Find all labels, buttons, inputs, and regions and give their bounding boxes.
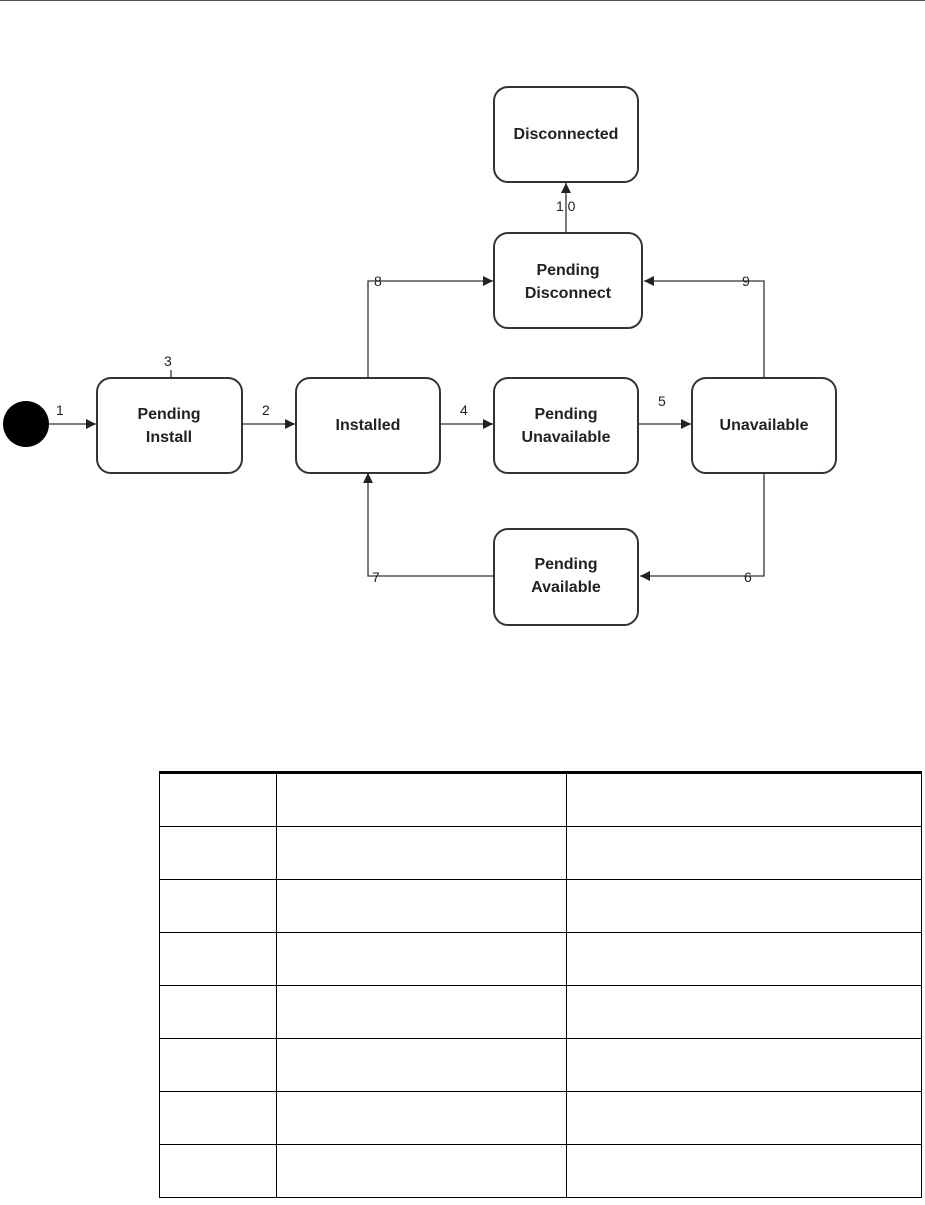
transition-10: 1 0 (556, 183, 576, 232)
transition-label: 1 0 (556, 198, 576, 214)
table-row (159, 1038, 922, 1092)
transition-3: 3 (164, 353, 172, 378)
transition-4: 4 (440, 402, 493, 429)
state-label-line1: Pending (534, 556, 597, 573)
state-pending-install: Pending Install (96, 377, 243, 474)
table-cell (159, 1091, 277, 1145)
table-cell (159, 985, 277, 1039)
table-cell (566, 1144, 922, 1198)
transition-label: 5 (658, 393, 666, 409)
state-label-line1: Installed (336, 417, 401, 434)
table-cell (276, 1091, 567, 1145)
table-cell (566, 826, 922, 880)
table-header-cell (566, 771, 922, 827)
initial-state-node (3, 401, 49, 447)
state-pending-available: Pending Available (493, 528, 639, 626)
state-label-line2: Disconnect (525, 285, 612, 302)
state-label-line2: Install (146, 429, 192, 446)
table-row (159, 1144, 922, 1198)
transition-6: 6 (640, 472, 765, 585)
table-cell (566, 1091, 922, 1145)
transition-7: 7 (363, 473, 493, 585)
transition-label: 3 (164, 353, 172, 369)
table-cell (276, 985, 567, 1039)
table-row (159, 985, 922, 1039)
state-label-line1: Unavailable (720, 417, 809, 434)
table-cell (276, 826, 567, 880)
table-cell (566, 1038, 922, 1092)
state-disconnected: Disconnected (493, 86, 639, 183)
transition-label: 4 (460, 402, 468, 418)
transition-label: 6 (744, 569, 752, 585)
state-pending-unavailable: Pending Unavailable (493, 377, 639, 474)
table-row (159, 826, 922, 880)
table-cell (159, 826, 277, 880)
state-installed: Installed (295, 377, 441, 474)
state-label-line1: Pending (534, 406, 597, 423)
table-cell (566, 932, 922, 986)
transition-label: 1 (56, 402, 64, 418)
table-cell (159, 932, 277, 986)
state-diagram: 1 2 3 4 5 6 7 8 9 1 0 Pending Insta (3, 86, 837, 626)
table-header-cell (159, 771, 277, 827)
table-cell (566, 879, 922, 933)
table-header-row (159, 771, 922, 827)
table-cell (159, 1144, 277, 1198)
transition-9: 9 (644, 273, 765, 378)
transition-label: 7 (372, 569, 380, 585)
transition-label: 8 (374, 273, 382, 289)
table-cell (566, 985, 922, 1039)
transition-label: 2 (262, 402, 270, 418)
table-header-cell (276, 771, 567, 827)
table-cell (276, 1144, 567, 1198)
table-row (159, 1091, 922, 1145)
table-cell (276, 932, 567, 986)
transition-label: 9 (742, 273, 750, 289)
transition-2: 2 (242, 402, 295, 429)
state-label-line2: Unavailable (522, 429, 611, 446)
state-label-line1: Disconnected (514, 126, 619, 143)
state-label-line2: Available (531, 579, 601, 596)
top-rule (0, 0, 925, 1)
table-cell (159, 879, 277, 933)
table-row (159, 879, 922, 933)
state-label-line1: Pending (137, 406, 200, 423)
table-cell (276, 1038, 567, 1092)
transition-8: 8 (367, 273, 493, 378)
transition-table (159, 771, 922, 1198)
state-pending-disconnect: Pending Disconnect (493, 232, 643, 329)
table-cell (276, 879, 567, 933)
state-label-line1: Pending (536, 262, 599, 279)
table-row (159, 932, 922, 986)
state-unavailable: Unavailable (691, 377, 837, 474)
table-cell (159, 1038, 277, 1092)
transition-1: 1 (48, 402, 96, 429)
transition-5: 5 (638, 393, 691, 429)
